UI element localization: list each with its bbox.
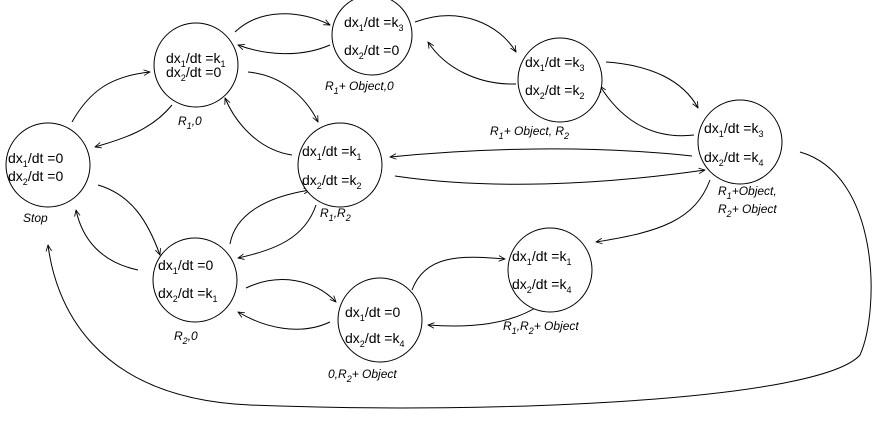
state-r1obj-r2obj-equation-2: dx2/dt =k4 (704, 149, 763, 168)
state-r1obj-r2obj-equation-1: dx1/dt =k3 (704, 120, 763, 139)
state-r2-0-equation-2: dx2/dt =k1 (158, 285, 217, 304)
edge-r1obj-r2-to-r1obj-r2obj (605, 61, 698, 108)
edge-r1-0-to-r1r2 (247, 71, 319, 122)
edge-r1obj-0-to-r1obj-r2 (414, 15, 516, 52)
edge-r1-r2obj-to-zero-r2obj (428, 304, 541, 326)
state-node-zero-r2obj: dx1/dt =0 dx2/dt =k4 0,R2+ Object (328, 277, 423, 384)
state-stop-label: Stop (23, 211, 48, 225)
edge-r1-0-to-stop (95, 104, 173, 147)
transition-edges (48, 13, 872, 409)
edge-r2-0-to-zero-r2obj (245, 279, 336, 302)
state-r1-r2obj-label: R1,R2+ Object (503, 319, 579, 336)
edge-r1obj-r2obj-to-r1obj-r2 (600, 86, 695, 137)
state-r1r2-equation-1: dx1/dt =k1 (302, 143, 361, 162)
state-r1-r2obj-equation-1: dx1/dt =k1 (512, 248, 571, 267)
edge-r1obj-r2obj-to-r1r2 (390, 148, 693, 157)
state-node-r1-0: dx1/dt =k1 dx2/dt =0 R1,0 (153, 22, 239, 131)
edge-r1obj-r2obj-to-r1-r2obj (596, 179, 711, 242)
edge-stop-to-r1-0 (71, 72, 150, 123)
state-zero-r2obj-equation-2: dx2/dt =k4 (345, 330, 404, 349)
state-r1-0-equation-1: dx1/dt =k1 (166, 50, 225, 69)
edge-r1obj-0-to-r1-0 (238, 45, 331, 55)
edge-r1r2-to-r2-0 (238, 204, 317, 258)
state-node-r1obj-0: dx1/dt =k3 dx2/dt =0 R1+ Object,0 (325, 0, 413, 96)
state-r1r2-label: R1,R2 (320, 206, 351, 223)
state-zero-r2obj-equation-1: dx1/dt =0 (345, 304, 400, 323)
state-stop-equation-1: dx1/dt =0 (8, 150, 63, 169)
state-r1obj-r2obj-label-1: R1+Object, (718, 184, 777, 201)
edge-r1r2-to-r1-0 (225, 98, 293, 156)
state-r1-r2obj-equation-2: dx2/dt =k4 (512, 276, 571, 295)
edge-r2-0-to-r1r2 (229, 190, 310, 245)
state-r1obj-r2-label: R1+ Object, R2 (490, 124, 569, 141)
state-node-stop: dx1/dt =0 dx2/dt =0 Stop (5, 122, 91, 225)
state-r1r2-equation-2: dx2/dt =k2 (302, 172, 361, 191)
state-stop-equation-2: dx2/dt =0 (8, 168, 63, 187)
state-r1-0-equation-2: dx2/dt =0 (166, 64, 221, 83)
edge-r1obj-r2-to-r1obj-0 (428, 42, 517, 85)
state-r1obj-0-label: R1+ Object,0 (325, 79, 394, 96)
edge-stop-to-r2-0 (97, 184, 160, 255)
state-r1obj-0-equation-1: dx1/dt =k3 (344, 14, 403, 33)
edge-r1-0-to-r1obj-0 (234, 13, 330, 33)
edge-zero-r2obj-to-r1-r2obj (411, 257, 505, 291)
edge-r2-0-to-stop (76, 210, 139, 271)
state-r1obj-r2-equation-2: dx2/dt =k2 (525, 82, 584, 101)
state-zero-r2obj-label: 0,R2+ Object (328, 367, 397, 384)
state-r1-0-label: R1,0 (178, 114, 202, 131)
state-r2-0-label: R2,0 (174, 329, 198, 346)
state-r1obj-r2-equation-1: dx1/dt =k3 (525, 54, 584, 73)
state-node-r1-r2obj: dx1/dt =k1 dx2/dt =k4 R1,R2+ Object (503, 227, 593, 336)
state-node-r2-0: dx1/dt =0 dx2/dt =k1 R2,0 (152, 237, 238, 346)
edge-r1obj-r2obj-to-stop (48, 151, 872, 409)
state-r2-0-equation-1: dx1/dt =0 (158, 257, 213, 276)
state-r1obj-0-equation-2: dx2/dt =0 (344, 42, 399, 61)
state-node-r1obj-r2obj: dx1/dt =k3 dx2/dt =k4 R1+Object, R2+ Obj… (697, 99, 783, 219)
state-r1obj-r2obj-label-2: R2+ Object (718, 202, 777, 219)
state-node-r1obj-r2: dx1/dt =k3 dx2/dt =k2 R1+ Object, R2 (490, 37, 603, 141)
edge-r1r2-to-r1obj-r2obj (394, 170, 705, 185)
state-node-r1r2: dx1/dt =k1 dx2/dt =k2 R1,R2 (297, 122, 383, 223)
edge-zero-r2obj-to-r2-0 (238, 312, 331, 330)
